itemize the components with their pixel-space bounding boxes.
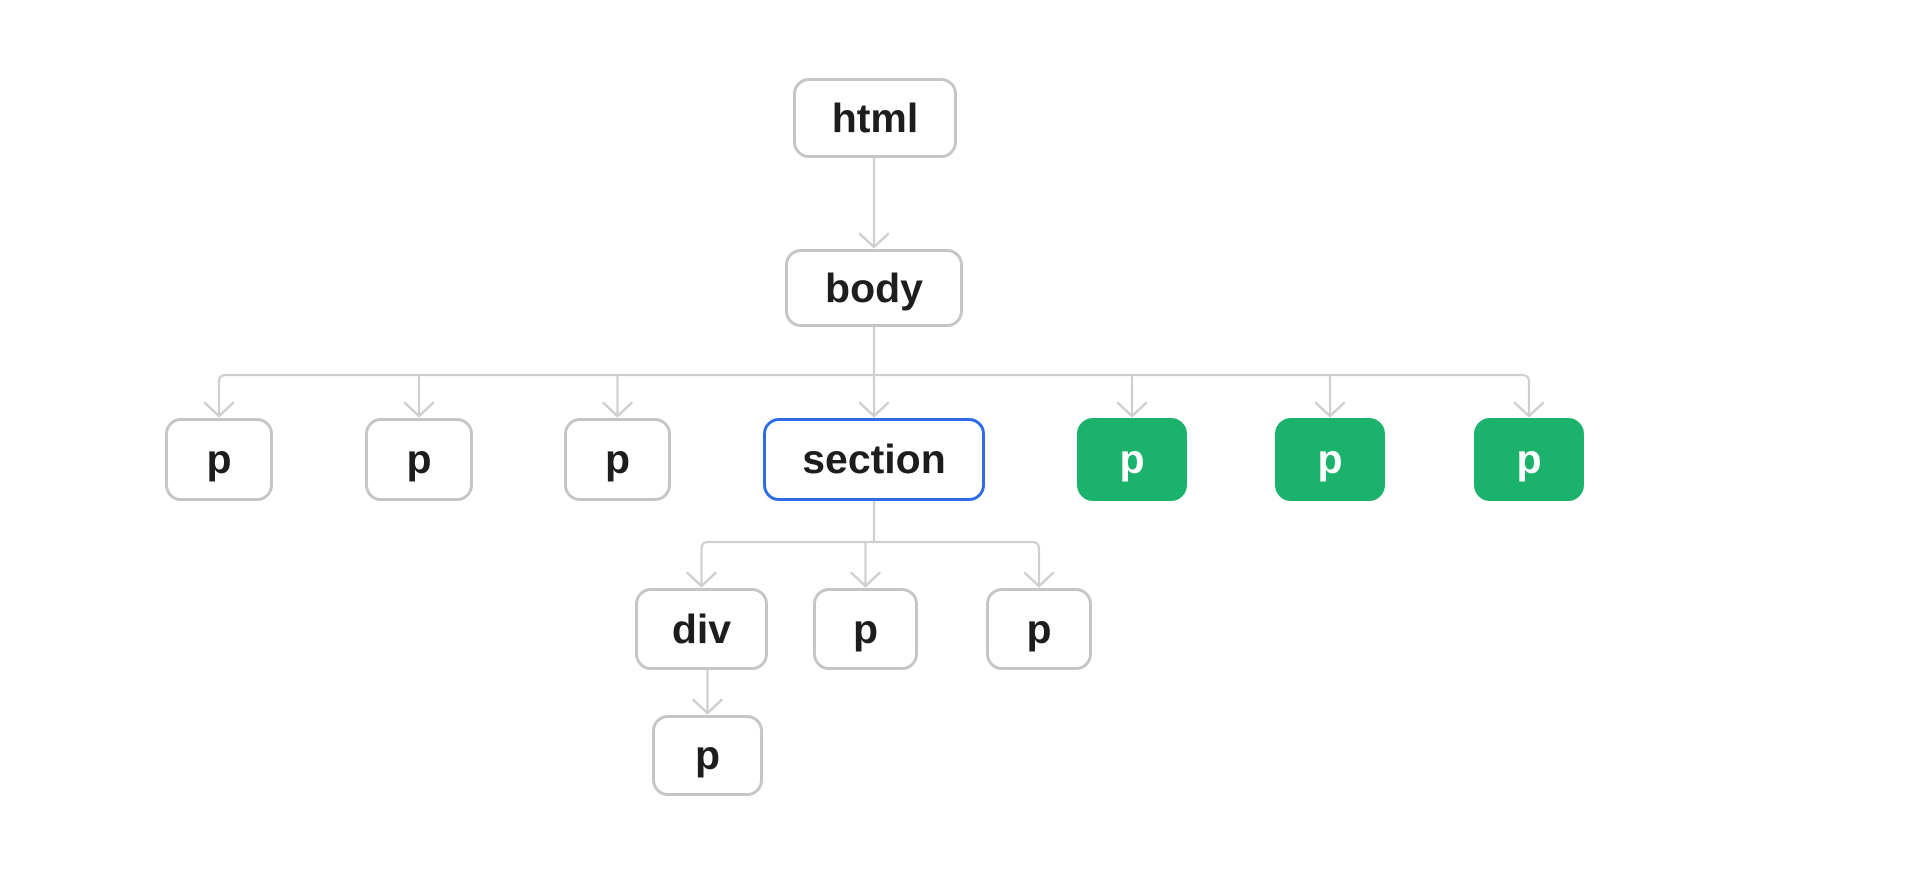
arrowhead-icon: [858, 401, 890, 418]
arrowhead-icon: [1513, 401, 1545, 418]
arrowhead-icon: [692, 698, 723, 715]
arrowhead-icon: [203, 401, 235, 418]
arrowhead-icon: [858, 232, 890, 249]
connector-bus: [700, 540, 1041, 551]
tree-node-p7: p: [813, 588, 918, 670]
arrowhead-icon: [403, 401, 435, 418]
tree-node-html: html: [793, 78, 957, 158]
arrowhead-icon: [686, 571, 717, 588]
arrowhead-icon: [1314, 401, 1346, 418]
tree-node-p4: p: [1077, 418, 1187, 501]
tree-node-p2: p: [365, 418, 473, 501]
tree-node-div: div: [635, 588, 768, 670]
tree-node-p9: p: [652, 715, 763, 796]
arrowhead-icon: [1116, 401, 1148, 418]
tree-node-p5: p: [1275, 418, 1385, 501]
tree-node-section: section: [763, 418, 985, 501]
connector-bus: [217, 373, 1531, 384]
tree-node-body: body: [785, 249, 963, 327]
arrowhead-icon: [602, 401, 633, 418]
tree-node-p1: p: [165, 418, 273, 501]
tree-node-p6: p: [1474, 418, 1584, 501]
tree-node-p3: p: [564, 418, 671, 501]
arrowhead-icon: [850, 571, 881, 588]
arrowhead-icon: [1023, 571, 1055, 588]
tree-node-p8: p: [986, 588, 1092, 670]
